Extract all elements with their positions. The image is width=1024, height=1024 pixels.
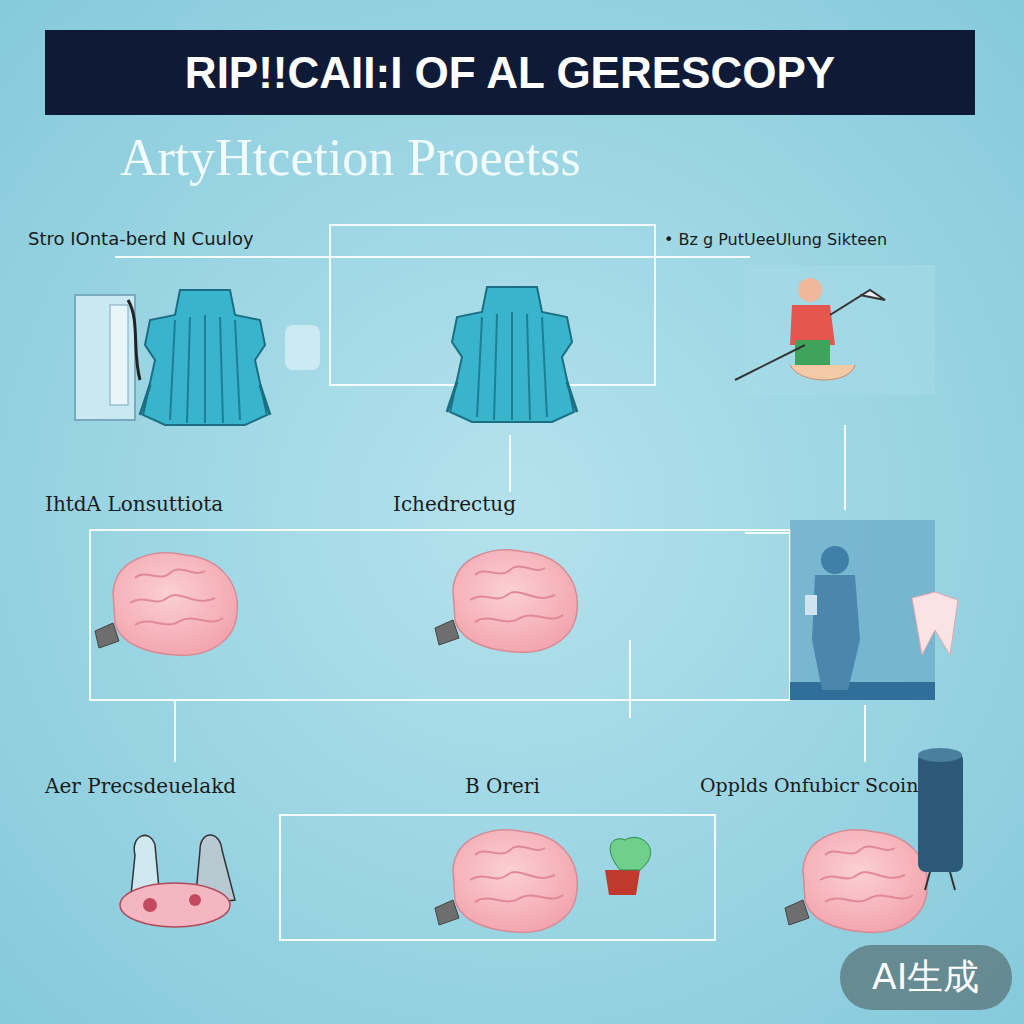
brain-illustration [785, 830, 927, 932]
section-label: IhtdA Lonsuttiota [45, 492, 223, 516]
cylinder-illustration [918, 748, 963, 890]
section-label: • Bz g PutUeeUlung Sikteen [664, 230, 887, 249]
gown-illustration [447, 287, 577, 422]
section-label: Ichedrectug [393, 492, 516, 516]
section-label: B Oreri [465, 774, 540, 798]
gown-illustration [140, 290, 270, 425]
brain-illustration [435, 830, 577, 932]
brain-illustration [435, 550, 577, 652]
plant-illustration [605, 837, 651, 895]
team-illustration [120, 835, 235, 927]
section-label: Aer Precsdeuelakd [45, 774, 236, 798]
surgeon-illustration [790, 520, 958, 700]
watermark-pill [840, 945, 1012, 1010]
subtitle: ArtyHtcetion Proeetss [120, 128, 581, 187]
watermark: AI生成 [872, 953, 979, 1002]
brain-illustration [95, 553, 237, 655]
person-illustration [735, 265, 935, 395]
title-bar: RIP!!CAII:I OF AL GERESCOPY [45, 30, 975, 115]
title: RIP!!CAII:I OF AL GERESCOPY [45, 30, 975, 115]
section-label: Stro IOnta-berd N Cuuloy [28, 228, 254, 249]
section-label: Opplds Onfubicr Scoin [700, 774, 918, 796]
